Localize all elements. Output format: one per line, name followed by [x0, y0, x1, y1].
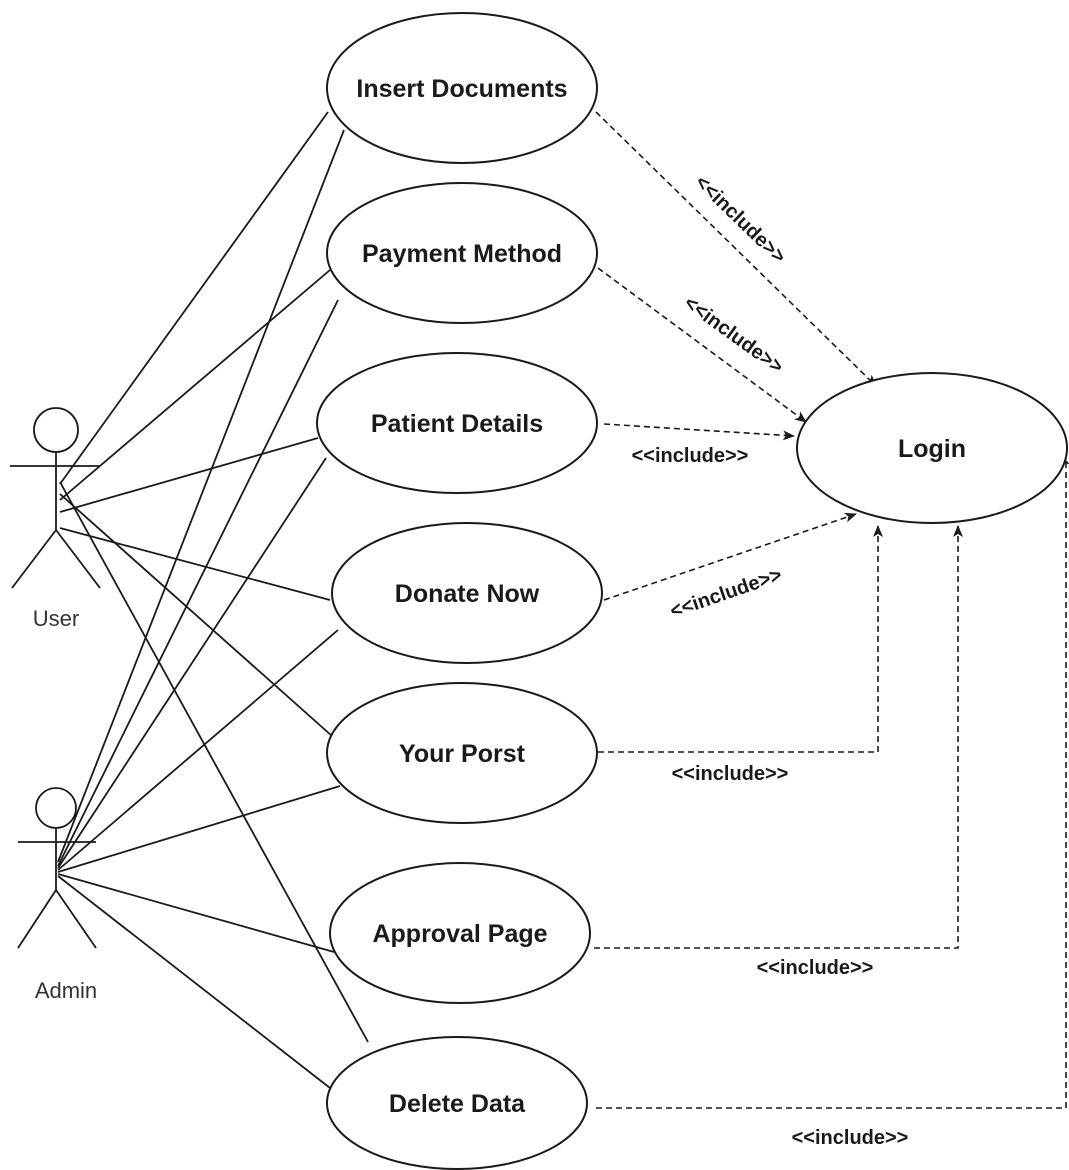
admin-head-icon	[35, 787, 77, 829]
admin-approval-page-link	[57, 873, 335, 953]
use-case-delete-data[interactable]: Delete Data	[326, 1036, 588, 1170]
use-case-insert-documents[interactable]: Insert Documents	[326, 12, 598, 164]
use-case-donate-now[interactable]: Donate Now	[331, 522, 603, 664]
include-arrow-insert-documents	[595, 111, 877, 387]
payment-method-label: Payment Method	[362, 240, 562, 268]
user-head-icon	[33, 407, 79, 453]
admin-patient-details-link	[57, 457, 327, 869]
user-insert-documents-link	[59, 111, 329, 485]
include-label-your-porst: <<include>>	[672, 763, 789, 785]
approval-page-label: Approval Page	[372, 920, 547, 948]
include-label-delete-data: <<include>>	[792, 1127, 909, 1149]
admin-delete-data-link	[57, 875, 331, 1089]
use-case-payment-method[interactable]: Payment Method	[326, 182, 598, 324]
insert-documents-label: Insert Documents	[356, 75, 567, 103]
include-arrow-your-porst	[598, 525, 883, 753]
admin-insert-documents-link	[57, 129, 345, 863]
user-patient-details-link	[59, 437, 319, 513]
user-label: User	[33, 606, 79, 631]
delete-data-label: Delete Data	[389, 1090, 526, 1118]
patient-details-label: Patient Details	[371, 410, 543, 438]
user-donate-now-link	[59, 527, 331, 601]
admin-payment-method-link	[57, 299, 339, 867]
use-case-patient-details[interactable]: Patient Details	[316, 352, 598, 494]
user-associations	[59, 111, 369, 1043]
admin-your-porst-link	[57, 785, 341, 873]
admin-donate-now-link	[57, 629, 339, 871]
use-case-login[interactable]: Login	[796, 372, 1068, 524]
include-labels: <<include>> <<include>> <<include>> <<in…	[632, 171, 909, 1149]
include-arrow-donate-now	[603, 512, 857, 601]
admin-associations	[57, 129, 345, 1089]
include-arrow-approval-page	[594, 525, 963, 949]
include-arrow-delete-data	[596, 454, 1069, 1109]
user-delete-data-link	[59, 481, 369, 1043]
include-label-patient-details: <<include>>	[632, 445, 749, 467]
include-label-approval-page: <<include>>	[757, 957, 874, 979]
user-payment-method-link	[59, 269, 331, 501]
user-your-porst-link	[59, 493, 333, 737]
actor-admin[interactable]: Admin	[17, 787, 97, 1003]
use-case-your-porst[interactable]: Your Porst	[326, 682, 598, 824]
include-arrow-payment-method	[597, 267, 807, 423]
use-case-approval-page[interactable]: Approval Page	[329, 862, 591, 1004]
admin-label: Admin	[35, 978, 97, 1003]
include-label-payment-method: <<include>>	[680, 292, 787, 378]
actor-user[interactable]: User	[10, 407, 101, 631]
donate-now-label: Donate Now	[395, 580, 540, 608]
include-arrow-patient-details	[603, 423, 795, 441]
login-label: Login	[898, 435, 966, 463]
your-porst-label: Your Porst	[399, 740, 526, 768]
